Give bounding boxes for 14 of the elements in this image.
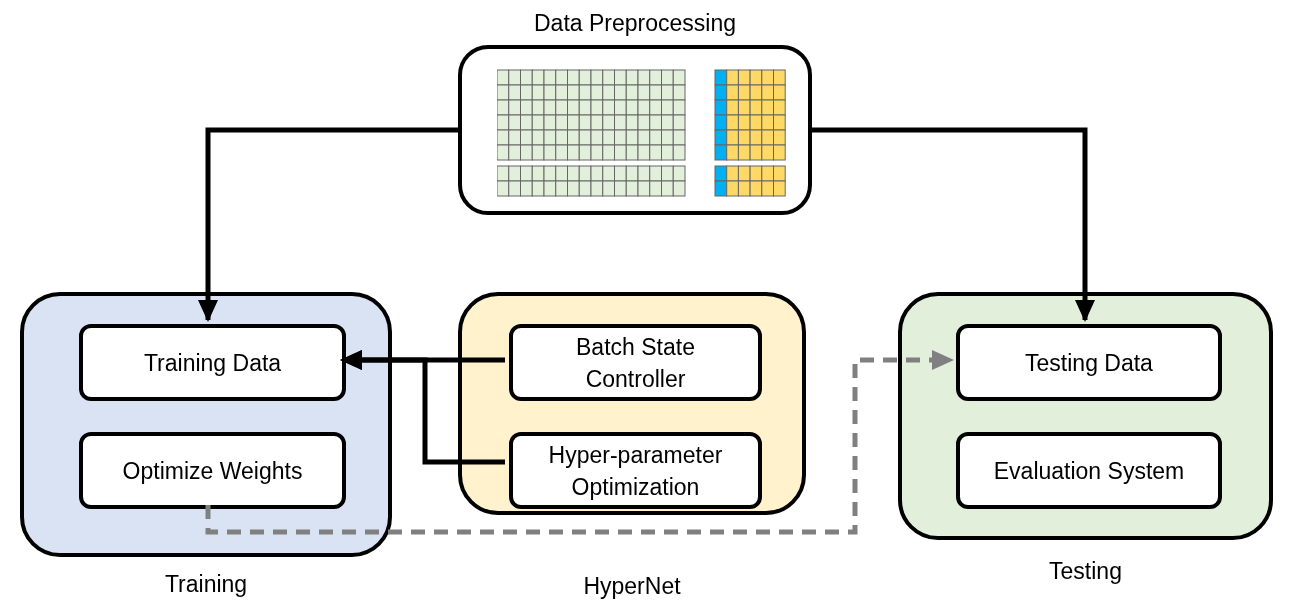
group-label: Training [164, 571, 248, 598]
group-label: HyperNet [583, 573, 681, 600]
box-label: Batch State Controller [575, 332, 696, 394]
dashed-arrow [205, 350, 954, 535]
box-label: Training Data [143, 348, 282, 378]
arrow [812, 127, 1095, 322]
box-label: Hyper-parameter Optimization [547, 440, 724, 502]
box-label: Testing Data [1025, 348, 1153, 378]
group-label: Data Preprocessing [534, 10, 736, 37]
box-label: Evaluation System [993, 456, 1185, 486]
box-label: Optimize Weights [122, 456, 303, 486]
arrow [340, 350, 505, 465]
group-label: Testing [1049, 558, 1122, 585]
arrow [198, 127, 458, 322]
